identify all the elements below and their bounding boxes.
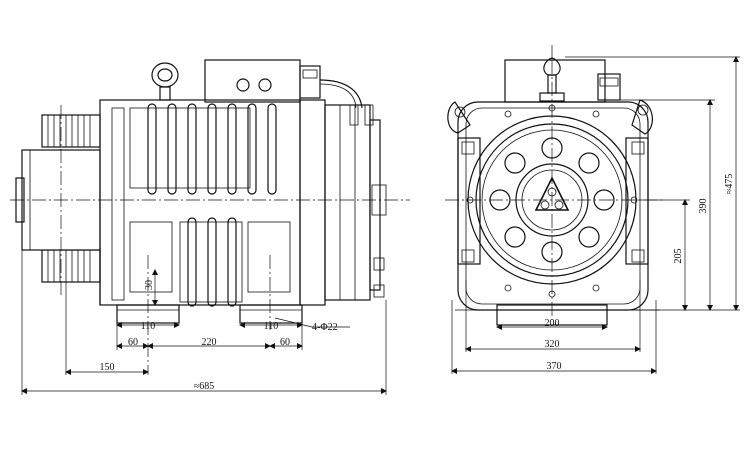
dim-370: 370 bbox=[547, 361, 562, 372]
dim-60-left: 60 bbox=[128, 337, 138, 348]
lifting-eyebolt bbox=[151, 62, 179, 101]
dim-205: 205 bbox=[673, 249, 684, 264]
dim-60-right: 60 bbox=[280, 337, 290, 348]
dim-110-left: 110 bbox=[141, 321, 156, 332]
dim-320: 320 bbox=[545, 339, 560, 350]
dim-110-right: 110 bbox=[264, 321, 279, 332]
dim-30: 30 bbox=[144, 280, 155, 290]
traction-sheave bbox=[15, 114, 101, 283]
dim-holes: 4-Φ22 bbox=[312, 322, 338, 333]
side-view: 30 110 110 4-Φ22 60 220 60 bbox=[10, 59, 410, 395]
motor-body bbox=[99, 79, 387, 307]
dim-685: ≈685 bbox=[194, 381, 215, 392]
dim-390: 390 bbox=[698, 199, 709, 214]
dim-475: ≈475 bbox=[724, 174, 735, 195]
dim-220: 220 bbox=[202, 337, 217, 348]
front-view: 200 320 370 205 390 ≈475 bbox=[445, 45, 740, 374]
front-dimensions: 200 320 370 205 390 ≈475 bbox=[451, 56, 740, 374]
dim-150: 150 bbox=[100, 362, 115, 373]
side-dimensions: 30 110 110 4-Φ22 60 220 60 bbox=[21, 250, 387, 395]
dim-200: 200 bbox=[545, 318, 560, 329]
terminal-box bbox=[204, 59, 321, 103]
